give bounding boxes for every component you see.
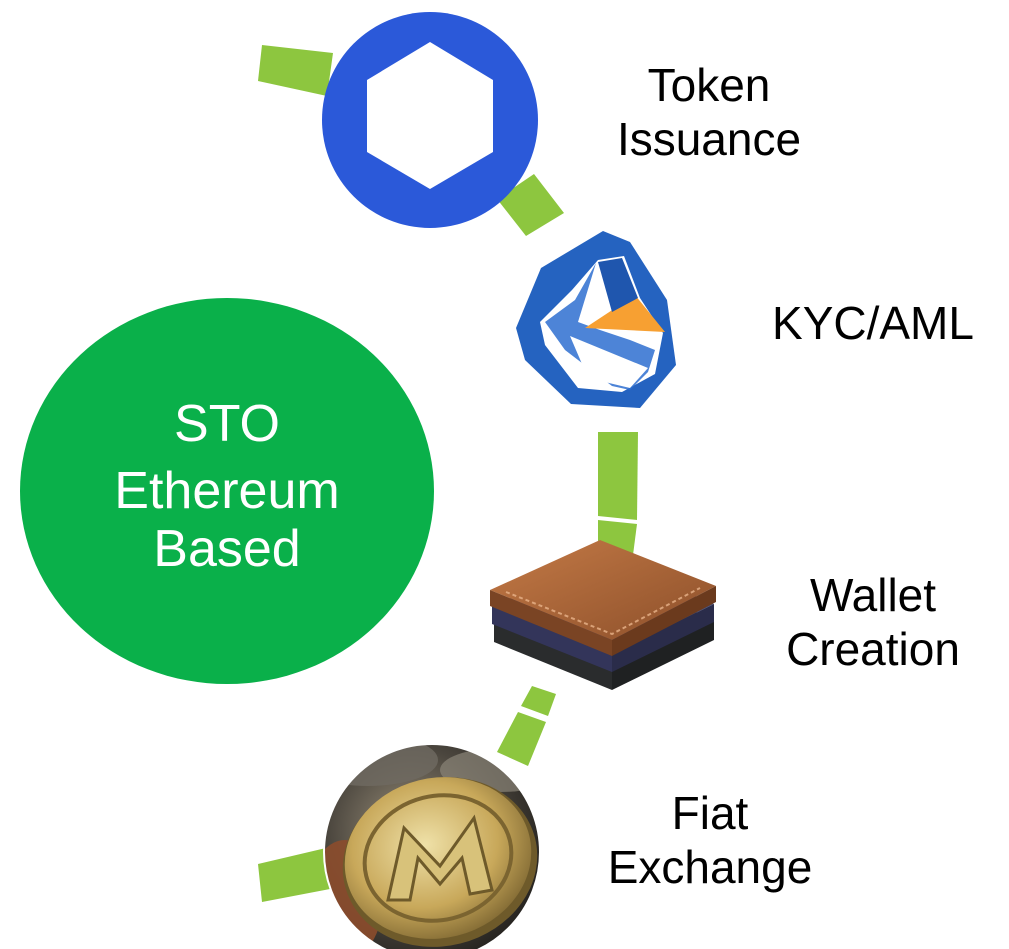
- sto-center-circle: STO Ethereum Based: [20, 298, 434, 684]
- step-label-line: Exchange: [607, 841, 813, 893]
- connector-segment-bottom: [258, 848, 330, 902]
- connector-segment-kyc-wallet-upper: [598, 432, 638, 520]
- kyc-shield-icon: [516, 231, 676, 408]
- connector-segment-wallet-fiat-lower: [497, 712, 546, 766]
- step-label-line: Creation: [786, 623, 960, 675]
- step-label-line: Wallet: [809, 569, 937, 621]
- connector-segment-top: [258, 45, 333, 96]
- step-label-line: Token: [647, 59, 771, 111]
- connector-segment-token-kyc: [497, 174, 564, 236]
- center-title: STO: [174, 395, 280, 453]
- step-label-line: Fiat: [671, 787, 749, 839]
- center-subtitle-line2: Based: [153, 520, 301, 578]
- connector-segment-wallet-fiat-upper: [521, 686, 556, 716]
- coin-icon: [323, 743, 541, 949]
- hexagon-token-icon: [322, 12, 538, 228]
- step-label-fiat-exchange: Fiat Exchange: [590, 786, 830, 894]
- step-label-token-issuance: Token Issuance: [596, 58, 822, 166]
- center-subtitle-line1: Ethereum: [114, 462, 340, 520]
- step-label-line: KYC/AML: [772, 297, 974, 349]
- step-label-wallet-creation: Wallet Creation: [770, 568, 976, 676]
- wallet-icon: [490, 540, 716, 690]
- step-label-line: Issuance: [616, 113, 802, 165]
- step-label-kyc-aml: KYC/AML: [748, 296, 998, 350]
